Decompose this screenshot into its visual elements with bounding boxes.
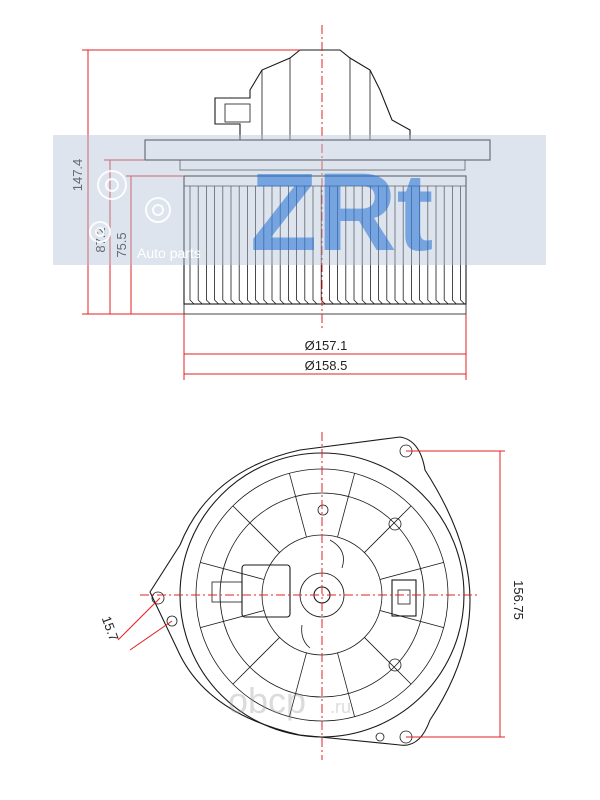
fan-blade: [345, 186, 351, 305]
housing-rib: [379, 610, 444, 628]
fan-blade: [460, 186, 465, 305]
fan-blade: [370, 186, 375, 305]
site-watermark-main: obcp: [228, 680, 306, 721]
mounting-holes: [151, 444, 413, 744]
fan-blade: [230, 186, 236, 305]
fan-blade: [296, 186, 301, 305]
housing-rib: [379, 562, 444, 580]
housing-rib: [364, 637, 412, 685]
fan-blade: [222, 186, 228, 305]
housing-rib: [200, 610, 265, 628]
housing-rib: [232, 637, 280, 685]
fan-blade: [386, 186, 392, 305]
housing-rib: [200, 562, 265, 580]
fan-blade: [435, 186, 441, 305]
dim-diameter-outer: Ø158.5: [305, 358, 348, 373]
fan-blade: [255, 186, 260, 305]
housing-ribs: [200, 473, 444, 717]
fan-blade: [238, 186, 244, 305]
housing-rib: [232, 505, 280, 553]
watermark-band: ZRt Auto parts: [53, 135, 546, 274]
fan-blade: [402, 186, 408, 305]
watermark-logo: ZRt: [250, 151, 433, 274]
fan-blade: [337, 186, 342, 305]
plan-view: 156.75 15.7: [99, 432, 526, 760]
fan-blade: [452, 186, 457, 305]
dim-diameter-inner: Ø157.1: [305, 338, 348, 353]
fan-blade: [353, 186, 359, 305]
fan-blade: [312, 186, 318, 305]
fan-blade: [247, 186, 252, 305]
fan-blade: [304, 186, 310, 305]
fan-blade: [411, 186, 416, 305]
fan-blade: [361, 186, 367, 305]
fan-blade: [263, 186, 269, 305]
fan-blade: [443, 186, 449, 305]
dim-height-low: 75.5: [114, 232, 129, 257]
gear-icon: [89, 170, 171, 243]
fan-blade: [394, 186, 400, 305]
fan-blade: [206, 186, 211, 305]
fan-blade: [197, 186, 203, 305]
fan-blade: [214, 186, 219, 305]
dim-flange-height: 156.75: [511, 580, 526, 620]
fan-blade: [271, 186, 277, 305]
fan-blade: [279, 186, 285, 305]
dim-height-total: 147.4: [70, 159, 85, 192]
fan-blade: [329, 186, 334, 305]
housing-rib: [337, 473, 355, 538]
housing-rib: [289, 473, 307, 538]
housing-rib: [364, 505, 412, 553]
fan-blade: [427, 186, 433, 305]
fan-blades: [189, 186, 465, 305]
dim-offset: 15.7: [99, 614, 122, 643]
fan-blade: [419, 186, 424, 305]
site-watermark-suffix: .ru: [330, 697, 351, 717]
fan-blade: [189, 186, 195, 305]
site-watermark: obcp .ru: [228, 680, 351, 721]
fan-blade: [320, 186, 326, 305]
watermark-tagline: Auto parts: [137, 245, 201, 261]
housing-rib: [337, 652, 355, 717]
fan-blade: [288, 186, 293, 305]
fan-blade: [378, 186, 383, 305]
side-view: 147.4 87.2 75.5 Ø157.1 Ø158.5: [70, 25, 491, 380]
housing-rib: [289, 652, 307, 717]
